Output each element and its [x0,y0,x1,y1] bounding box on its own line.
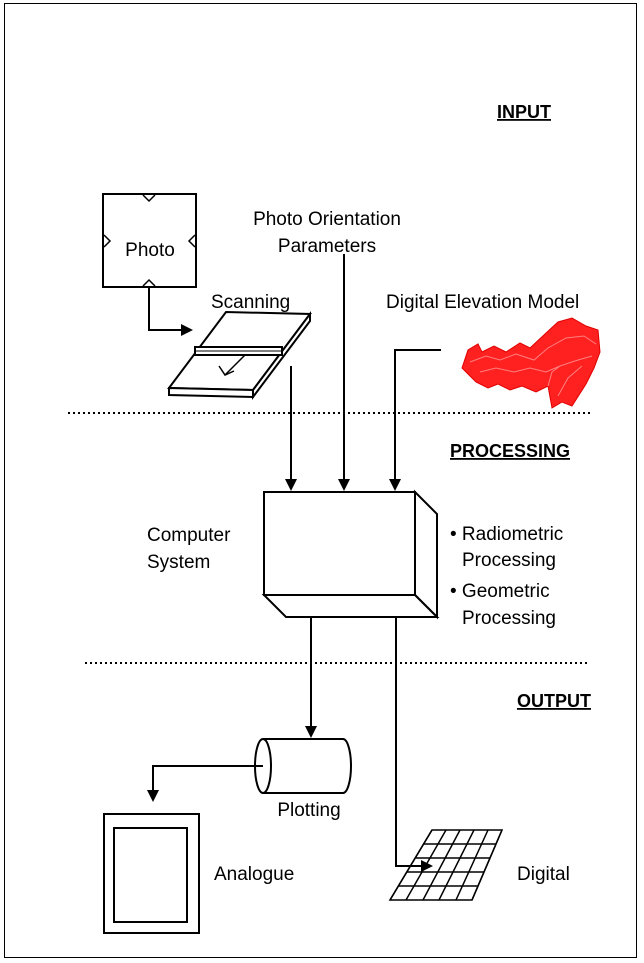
dem-label: Digital Elevation Model [386,292,579,313]
scanning-label: Scanning [211,292,290,313]
digital-label: Digital [517,864,570,885]
section-input-heading: INPUT [497,102,551,122]
photo-box [102,193,197,288]
scanner-device [167,310,312,400]
plotting-label: Plotting [277,800,340,821]
arrow-plotter-to-analogue [147,765,263,802]
geometric-label-line2: Processing [462,608,556,629]
arrow-computer-to-digital [395,618,433,872]
plotter-cylinder [254,738,352,794]
computer-system-box [261,489,440,620]
analogue-label: Analogue [214,864,294,885]
radiometric-label-line2: Processing [462,550,556,571]
section-output-heading: OUTPUT [517,691,591,711]
orientation-label-line1: Photo Orientation [253,209,401,230]
computer-label-line1: Computer [147,525,231,546]
arrow-dem-to-computer [389,349,441,491]
photo-label: Photo [125,240,175,261]
dem-mesh-lines [469,335,597,397]
geometric-label-line1: • Geometric [450,581,550,602]
analogue-print-frame [103,813,200,934]
diagram-frame [4,3,637,958]
digital-raster-grid [388,829,504,901]
arrow-photo-to-scanner [148,288,193,336]
section-processing-heading: PROCESSING [450,441,570,461]
dem-terrain-model [461,317,601,409]
radiometric-label-line1: • Radiometric [450,524,563,545]
computer-label-line2: System [147,552,210,573]
orientation-label-line2: Parameters [278,236,376,257]
